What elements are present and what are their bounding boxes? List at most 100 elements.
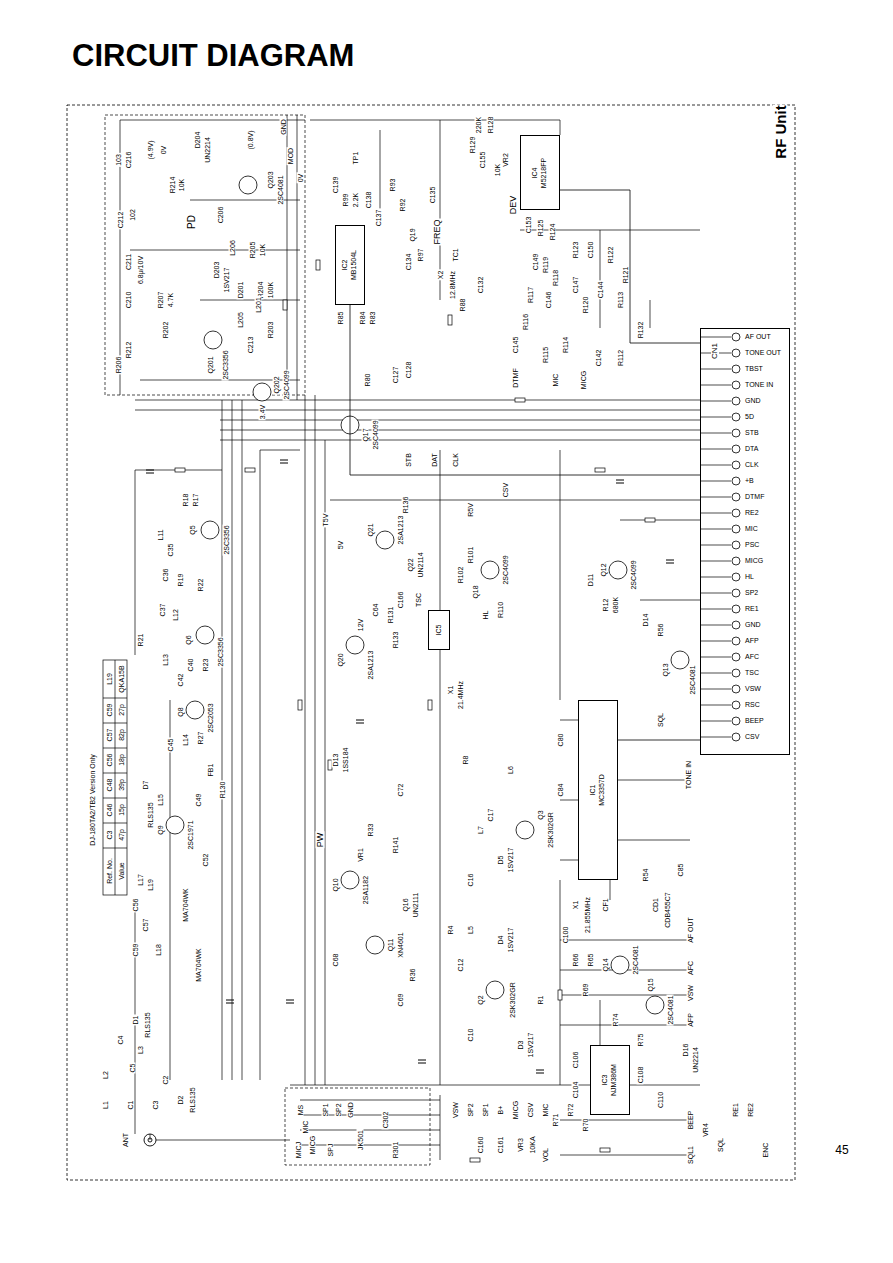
ic-label: MC3357D: [598, 774, 607, 806]
schematic-label: C302: [382, 1111, 389, 1130]
schematic-label: Q14: [602, 957, 609, 972]
pin-name: DTMF: [745, 493, 764, 501]
schematic-label: VR4: [702, 1122, 709, 1138]
schematic-label: C36: [162, 568, 169, 583]
schematic-label: MICG: [580, 370, 587, 390]
pin-lead: [701, 641, 731, 642]
pin-circle: [732, 621, 740, 629]
schematic-label: MICG: [512, 1100, 519, 1120]
schematic-label: C206: [217, 206, 224, 225]
schematic-label: D2: [177, 1095, 184, 1106]
schematic-label: 3.4V: [259, 404, 266, 420]
schematic-label: STB: [405, 452, 412, 468]
schematic-label: C145: [512, 336, 519, 355]
ic-label: MB1504L: [350, 250, 359, 280]
pin-name: GND: [745, 397, 761, 405]
schematic-label: B+: [497, 1105, 504, 1116]
schematic-label: R102: [457, 566, 464, 585]
ic-label: IC5: [435, 625, 444, 636]
pin-name: MIC: [745, 525, 758, 533]
pin-lead: [701, 449, 731, 450]
pin-lead: [701, 705, 731, 706]
ic-text-group: IC3NJM386M: [601, 1064, 619, 1096]
transistor-symbols: [166, 816, 184, 834]
schematic-label: BEEP: [687, 1110, 694, 1131]
resistor-symbols: [283, 300, 287, 310]
schematic-label: R207: [157, 291, 164, 310]
schematic-label: (4.9V): [147, 139, 154, 160]
schematic-label: L206: [229, 239, 236, 257]
schematic-label: 2SC4099: [630, 559, 637, 590]
schematic-label: L201: [255, 296, 262, 314]
schematic-label: 2SC3356: [217, 636, 224, 667]
schematic-label: 45: [834, 1144, 849, 1156]
resistor-symbols: [298, 700, 302, 710]
schematic-label: R93: [389, 178, 396, 193]
schematic-label: R12: [602, 598, 609, 613]
ic-text-group: IC2MB1504L: [341, 250, 359, 280]
schematic-label: Q20: [337, 652, 344, 667]
resistor-symbols: [470, 1158, 480, 1162]
schematic-label: R66: [572, 953, 579, 968]
schematic-label: Q3: [537, 809, 544, 820]
schematic-label: FB1: [207, 763, 214, 778]
schematic-label: L6: [507, 765, 514, 775]
schematic-label: R129: [469, 136, 476, 155]
schematic-label: Q203: [267, 170, 274, 189]
schematic-label: R1: [537, 995, 544, 1006]
wire-connector: [350, 305, 700, 475]
pin-lead: [701, 545, 731, 546]
schematic-label: RLS135: [147, 801, 154, 828]
schematic-label: D204: [194, 131, 201, 150]
schematic-label: FREQ: [433, 218, 442, 245]
schematic-label: Ref. No.: [106, 857, 113, 885]
pin-name: VSW: [745, 685, 761, 693]
pin-name: TONE OUT: [745, 349, 781, 357]
schematic-label: R99: [342, 193, 349, 208]
schematic-label: C3: [152, 1100, 159, 1111]
schematic-label: CLK: [452, 452, 459, 468]
schematic-label: C56: [106, 753, 113, 768]
schematic-label: X2: [437, 270, 444, 281]
transistor-symbols: [366, 936, 384, 954]
schematic-label: MA704WK: [182, 887, 189, 922]
pin-lead: [701, 481, 731, 482]
schematic-label: R117: [527, 286, 534, 304]
schematic-label: JK501: [357, 1129, 364, 1151]
schematic-label: R132: [637, 321, 644, 340]
schematic-label: 2SC3356: [222, 349, 229, 380]
schematic-label: R72: [567, 1103, 574, 1118]
pin-circle: [732, 477, 740, 485]
schematic-label: Q15: [647, 977, 654, 992]
schematic-label: 102: [129, 208, 136, 222]
schematic-label: R8: [462, 755, 469, 766]
schematic-label: 27p: [118, 703, 125, 717]
schematic-label: ENC: [762, 1142, 769, 1159]
pin-circle: [732, 653, 740, 661]
transistor-symbols: [239, 176, 257, 194]
schematic-label: 12V: [357, 618, 364, 632]
schematic-label: 10K: [178, 178, 185, 192]
schematic-label: PD: [187, 214, 197, 230]
schematic-label: R83: [369, 311, 376, 326]
transistor-symbols: [486, 981, 504, 999]
schematic-label: Value: [118, 861, 125, 880]
schematic-label: C37: [159, 603, 166, 618]
schematic-label: 103: [115, 153, 122, 167]
schematic-label: UN2214: [204, 136, 211, 164]
schematic-label: 21.855MHz: [584, 896, 591, 934]
schematic-label: 5V: [337, 540, 344, 551]
transistor-symbols: [671, 651, 689, 669]
pin-circle: [732, 461, 740, 469]
schematic-label: CSV: [527, 1102, 534, 1118]
schematic-label: 2SC3356: [223, 524, 230, 555]
schematic-label: CSV: [502, 482, 509, 498]
schematic-label: 1SV217: [527, 1032, 534, 1059]
schematic-label: UN2214: [692, 1046, 699, 1074]
schematic-label: DAT: [431, 452, 438, 467]
pin-lead: [701, 417, 731, 418]
schematic-label: R141: [392, 836, 399, 855]
schematic-label: SQL: [657, 712, 664, 728]
schematic-label: R36: [409, 968, 416, 983]
pin-lead: [701, 465, 731, 466]
